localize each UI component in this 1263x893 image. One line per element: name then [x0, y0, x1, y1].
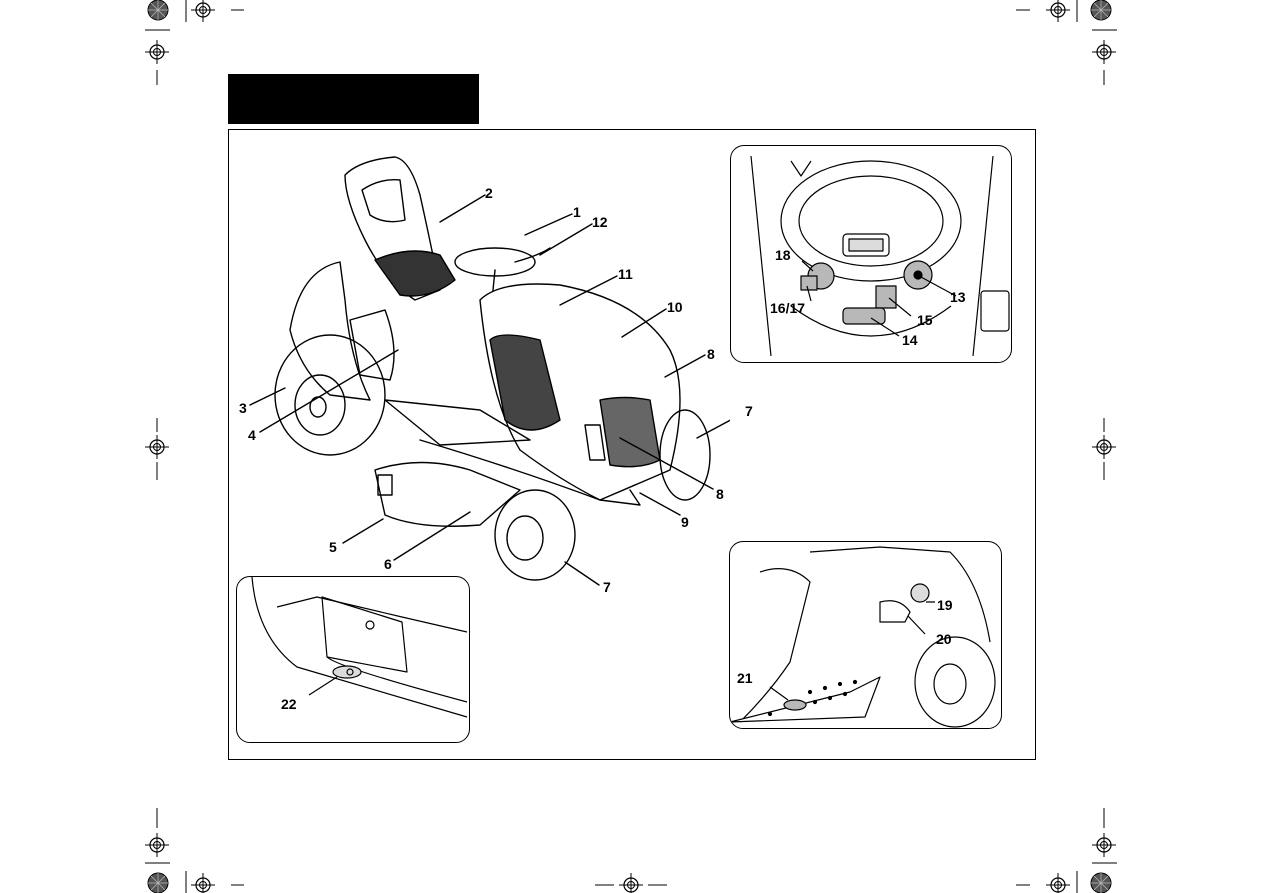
deck-illustration	[251, 577, 468, 718]
color-bar-mark	[147, 0, 169, 21]
callout-8-front: 8	[716, 486, 724, 502]
callout-6: 6	[384, 556, 392, 572]
callout-9: 9	[681, 514, 689, 530]
callout-4: 4	[248, 427, 256, 443]
callout-15: 15	[917, 312, 933, 328]
callout-14: 14	[902, 332, 918, 348]
deck-detail-panel	[236, 576, 470, 743]
callout-11: 11	[618, 266, 633, 282]
callout-22: 22	[281, 696, 297, 712]
side-detail-panel	[729, 541, 1002, 729]
side-illustration	[730, 546, 996, 728]
callout-12: 12	[592, 214, 608, 230]
callout-7-right: 7	[745, 403, 753, 419]
dashboard-illustration	[750, 155, 1010, 357]
callout-5: 5	[329, 539, 337, 555]
color-bar-mark	[1090, 872, 1112, 893]
callout-1: 1	[573, 204, 581, 220]
callout-16-17: 16/17	[770, 300, 806, 316]
callout-19: 19	[937, 597, 953, 613]
callout-7-front: 7	[603, 579, 611, 595]
callout-8-top: 8	[707, 346, 715, 362]
callout-18: 18	[775, 247, 791, 263]
section-title-block	[228, 74, 479, 124]
lawn-tractor-illustration	[249, 156, 730, 586]
dashboard-detail-panel	[730, 145, 1012, 363]
callout-3: 3	[239, 400, 247, 416]
callout-21: 21	[737, 670, 753, 686]
callout-2: 2	[485, 185, 493, 201]
callout-10: 10	[667, 299, 683, 315]
callout-20: 20	[936, 631, 952, 647]
callout-13: 13	[950, 289, 966, 305]
figure-frame	[228, 129, 1036, 760]
color-bar-mark	[147, 872, 169, 893]
color-bar-mark	[1090, 0, 1112, 21]
